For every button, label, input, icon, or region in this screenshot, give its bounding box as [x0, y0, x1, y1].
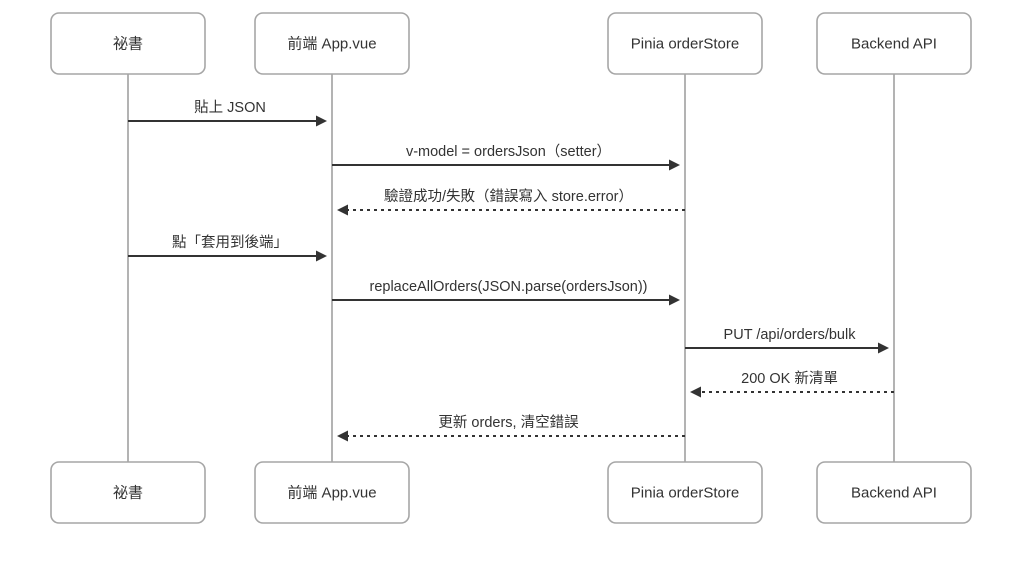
message-arrowhead	[316, 250, 327, 262]
participant-label: Pinia orderStore	[631, 484, 739, 501]
message-m2[interactable]: v-model = ordersJson（setter）	[332, 143, 680, 171]
message-arrowhead	[337, 430, 348, 442]
message-m7[interactable]: 200 OK 新清單	[690, 370, 894, 398]
participant-store-top[interactable]: Pinia orderStore	[607, 12, 763, 75]
participant-frontend-bottom[interactable]: 前端 App.vue	[254, 461, 410, 524]
message-m8[interactable]: 更新 orders, 清空錯誤	[337, 414, 685, 442]
participant-backend-bottom[interactable]: Backend API	[816, 461, 972, 524]
message-label: 更新 orders, 清空錯誤	[438, 414, 578, 431]
message-arrowhead	[669, 294, 680, 306]
message-label: PUT /api/orders/bulk	[724, 327, 857, 343]
participant-box	[816, 12, 972, 75]
participant-label: Pinia orderStore	[631, 35, 739, 52]
participant-box	[50, 461, 206, 524]
participant-secretary-bottom[interactable]: 祕書	[50, 461, 206, 524]
message-arrowhead	[337, 204, 348, 216]
messages-layer: 貼上 JSON v-model = ordersJson（setter） 驗證成功/…	[128, 99, 894, 442]
participant-label: 前端 App.vue	[287, 35, 376, 52]
message-label: 200 OK 新清單	[741, 370, 838, 387]
message-label: 點「套用到後端」	[172, 234, 288, 251]
participant-frontend-top[interactable]: 前端 App.vue	[254, 12, 410, 75]
message-arrowhead	[878, 342, 889, 354]
participant-label: Backend API	[851, 35, 937, 52]
participant-box	[607, 461, 763, 524]
participant-box	[254, 12, 410, 75]
message-label: replaceAllOrders(JSON.parse(ordersJson))	[370, 279, 648, 295]
message-arrowhead	[690, 386, 701, 398]
lifelines-layer	[127, 74, 895, 462]
message-label: 驗證成功/失敗（錯誤寫入 store.error）	[384, 187, 633, 205]
participant-box	[254, 461, 410, 524]
message-label: v-model = ordersJson（setter）	[406, 143, 611, 160]
participant-label: Backend API	[851, 484, 937, 501]
message-label: 貼上 JSON	[194, 99, 266, 116]
participant-label: 前端 App.vue	[287, 484, 376, 501]
participant-secretary-top[interactable]: 祕書	[50, 12, 206, 75]
message-arrowhead	[669, 159, 680, 171]
participant-label: 祕書	[113, 484, 143, 501]
participant-box	[50, 12, 206, 75]
message-m6[interactable]: PUT /api/orders/bulk	[685, 327, 889, 354]
participant-backend-top[interactable]: Backend API	[816, 12, 972, 75]
message-m3[interactable]: 驗證成功/失敗（錯誤寫入 store.error）	[337, 187, 685, 216]
participant-box	[816, 461, 972, 524]
message-m1[interactable]: 貼上 JSON	[128, 99, 327, 127]
participant-box	[607, 12, 763, 75]
participant-store-bottom[interactable]: Pinia orderStore	[607, 461, 763, 524]
message-m5[interactable]: replaceAllOrders(JSON.parse(ordersJson))	[332, 279, 680, 306]
message-m4[interactable]: 點「套用到後端」	[128, 234, 327, 262]
message-arrowhead	[316, 115, 327, 127]
participant-label: 祕書	[113, 35, 143, 52]
